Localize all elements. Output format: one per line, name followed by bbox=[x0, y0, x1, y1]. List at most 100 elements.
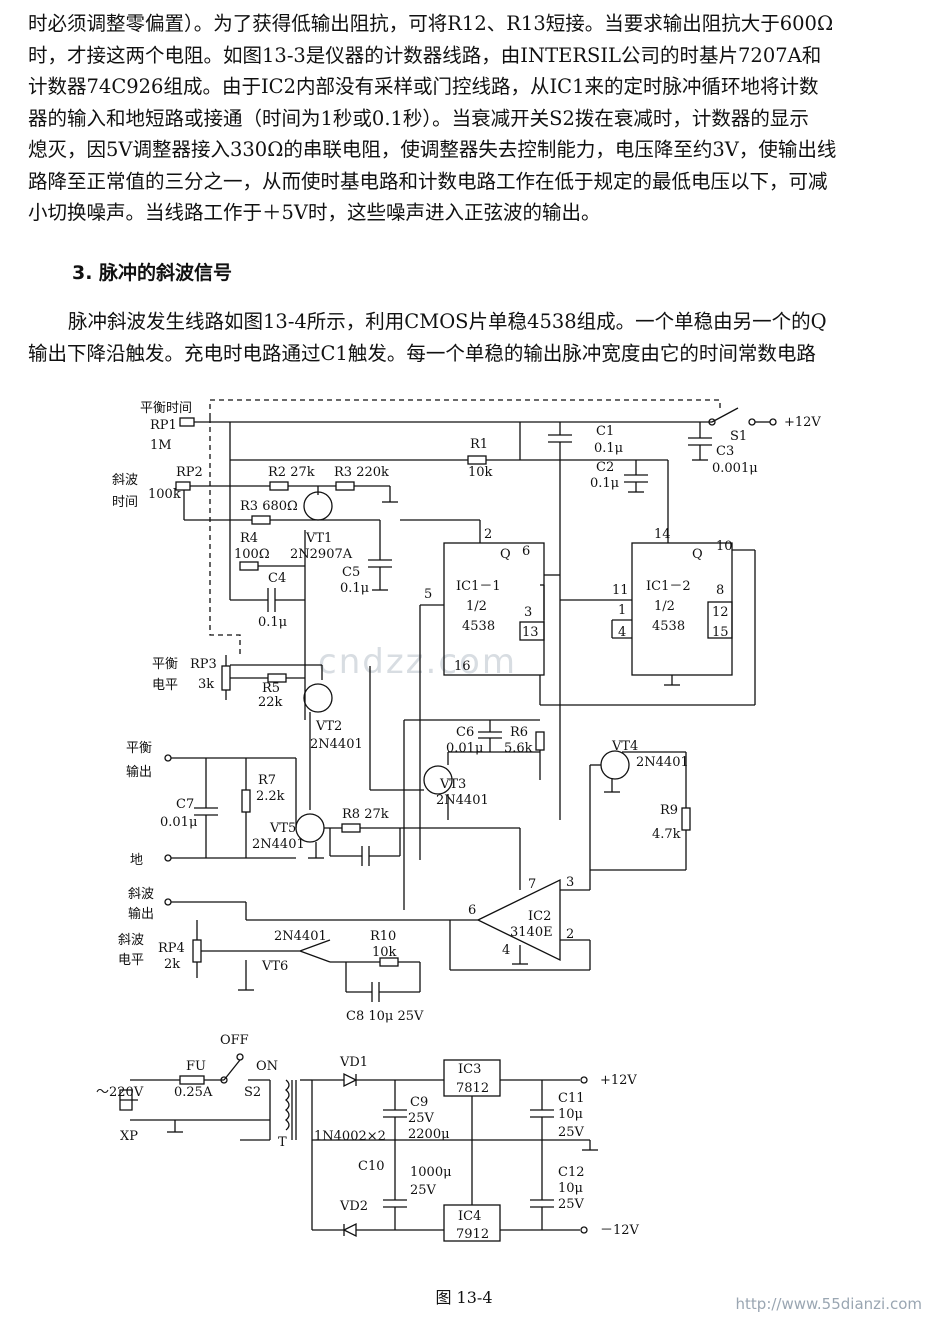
plug-label: XP bbox=[120, 1129, 138, 1144]
supply-label: +12V bbox=[784, 415, 821, 430]
r7-value: 2.2k bbox=[256, 789, 285, 804]
balance-output-label: 输出 bbox=[126, 764, 152, 780]
r2-label: R2 27k bbox=[268, 465, 315, 480]
rp2-name: 斜波 bbox=[112, 473, 138, 488]
pin-label: 2 bbox=[484, 527, 492, 542]
circuit-schematic: 平衡时间 RP1 1M 斜波 时间 RP2 100k R2 27k R3 220… bbox=[96, 399, 821, 1242]
c1-value: 0.1μ bbox=[594, 441, 623, 456]
pin-label: 1 bbox=[618, 603, 626, 618]
ic1-2-q: Q bbox=[692, 547, 703, 562]
r8-label: R8 27k bbox=[342, 807, 389, 822]
ground-label: 地 bbox=[130, 853, 143, 868]
ic1-2-label: IC1－2 bbox=[646, 579, 691, 594]
r9-value: 4.7k bbox=[652, 827, 681, 842]
pin-label: 12 bbox=[712, 605, 729, 620]
mains-label: ～220V bbox=[96, 1085, 144, 1100]
pin-label: 2 bbox=[566, 927, 574, 942]
vt6-label: VT6 bbox=[261, 959, 288, 974]
paragraph-2: 脉冲斜波发生线路如图13-4所示，利用CMOS片单稳4538组成。一个单稳由另一… bbox=[28, 306, 900, 369]
c3-label: C3 bbox=[716, 444, 734, 459]
c5-label: C5 bbox=[342, 565, 360, 580]
r7-label: R7 bbox=[258, 773, 276, 788]
pin-label: 5 bbox=[424, 587, 432, 602]
r10-label: R10 bbox=[370, 929, 396, 944]
c10-capacity: 1000μ bbox=[410, 1165, 452, 1180]
pin-label: 4 bbox=[502, 943, 510, 958]
vt4-label: VT4 bbox=[611, 739, 638, 754]
vt1-type: 2N2907A bbox=[290, 547, 353, 562]
ic3-type: 7812 bbox=[456, 1081, 489, 1096]
vt2-label: VT2 bbox=[315, 719, 342, 734]
r3-label: R3 220k bbox=[334, 465, 389, 480]
ramp-output-label: 斜波 bbox=[128, 887, 154, 902]
pin-label: 15 bbox=[712, 625, 729, 640]
ic1-1-q: Q bbox=[500, 547, 511, 562]
vd1-label: VD1 bbox=[339, 1055, 368, 1070]
vt1-label: VT1 bbox=[305, 531, 332, 546]
s1-label: S1 bbox=[730, 429, 747, 444]
positive-rail-label: +12V bbox=[600, 1073, 637, 1088]
fuse-label: FU bbox=[186, 1059, 206, 1074]
c11-label: C11 bbox=[558, 1091, 585, 1106]
ic4-type: 7912 bbox=[456, 1227, 489, 1242]
c7-label: C7 bbox=[176, 797, 194, 812]
corner-watermark: http://www.55dianzi.com bbox=[735, 1295, 922, 1313]
c12-voltage: 25V bbox=[558, 1197, 585, 1212]
c8-label: C8 10μ 25V bbox=[346, 1009, 424, 1024]
ic1-2-chip: 4538 bbox=[652, 619, 685, 634]
ic1-2-half: 1/2 bbox=[654, 599, 675, 614]
r1-value: 10k bbox=[468, 465, 493, 480]
vt5-type: 2N4401 bbox=[252, 837, 305, 852]
pin-label: 13 bbox=[522, 625, 539, 640]
balance-output-label: 平衡 bbox=[126, 741, 152, 756]
pin-label: 16 bbox=[454, 659, 471, 674]
rp3-name: 平衡 bbox=[152, 657, 178, 672]
r6-label: R6 bbox=[510, 725, 528, 740]
ramp-level-label: 电平 bbox=[118, 953, 144, 968]
rp1-name: 平衡时间 bbox=[140, 401, 192, 416]
ic2-type: 3140E bbox=[510, 925, 553, 940]
text-line: 时，才接这两个电阻。如图13-3是仪器的计数器线路，由INTERSIL公司的时基… bbox=[28, 43, 822, 67]
pin-label: 4 bbox=[618, 625, 626, 640]
vt3-type: 2N4401 bbox=[436, 793, 489, 808]
c11-capacity: 10μ bbox=[558, 1107, 583, 1122]
pin-label: 11 bbox=[612, 583, 629, 598]
pin-label: 6 bbox=[522, 544, 530, 559]
rp2-name: 时间 bbox=[112, 495, 138, 510]
vt2-type: 2N4401 bbox=[310, 737, 363, 752]
ic1-1-label: IC1－1 bbox=[456, 579, 501, 594]
pin-label: 3 bbox=[524, 605, 532, 620]
c10-label: C10 bbox=[358, 1159, 385, 1174]
c9-voltage: 25V bbox=[408, 1111, 435, 1126]
c11-voltage: 25V bbox=[558, 1125, 585, 1140]
figure-caption: 图 13-4 bbox=[435, 1288, 493, 1307]
c10-voltage: 25V bbox=[410, 1183, 437, 1198]
rp4-value: 2k bbox=[164, 957, 180, 972]
text-line: 脉冲斜波发生线路如图13-4所示，利用CMOS片单稳4538组成。一个单稳由另一… bbox=[68, 310, 827, 333]
rp3-value: 3k bbox=[198, 677, 214, 692]
text-line: 路降至正常值的三分之一，从而使时基电路和计数电路工作在低于规定的最低电压以下，可… bbox=[28, 169, 828, 193]
diodes-label: 1N4002×2 bbox=[314, 1129, 386, 1144]
c2-value: 0.1μ bbox=[590, 476, 619, 491]
off-label: OFF bbox=[220, 1033, 249, 1048]
c5-value: 0.1μ bbox=[340, 581, 369, 596]
c4-label: C4 bbox=[268, 571, 286, 586]
c3-value: 0.001μ bbox=[712, 461, 758, 476]
vt5-label: VT5 bbox=[269, 821, 296, 836]
vd2-label: VD2 bbox=[339, 1199, 368, 1214]
text-line: 时必须调整零偏置）。为了获得低输出阻抗，可将R12、R13短接。当要求输出阻抗大… bbox=[28, 12, 834, 35]
c12-capacity: 10μ bbox=[558, 1181, 583, 1196]
ic3-label: IC3 bbox=[458, 1062, 481, 1077]
text-line: 计数器74C926组成。由于IC2内部没有采样或门控线路，从IC1来的定时脉冲循… bbox=[28, 75, 819, 98]
paragraph-1: 时必须调整零偏置）。为了获得低输出阻抗，可将R12、R13短接。当要求输出阻抗大… bbox=[28, 8, 900, 229]
fuse-value: 0.25A bbox=[174, 1085, 213, 1100]
c7-value: 0.01μ bbox=[160, 815, 197, 830]
text-line: 熄灭，因5V调整器接入330Ω的串联电阻，使调整器失去控制能力，电压降至约3V，… bbox=[28, 138, 837, 161]
pin-label: 6 bbox=[468, 903, 476, 918]
vt4-type: 2N4401 bbox=[636, 755, 689, 770]
vt3-label: VT3 bbox=[439, 777, 466, 792]
ic2-label: IC2 bbox=[528, 909, 551, 924]
rp2-value: 100k bbox=[148, 487, 181, 502]
rp3-label: RP3 bbox=[190, 657, 217, 672]
text-line: 小切换噪声。当线路工作于＋5V时，这些噪声进入正弦波的输出。 bbox=[28, 201, 601, 224]
